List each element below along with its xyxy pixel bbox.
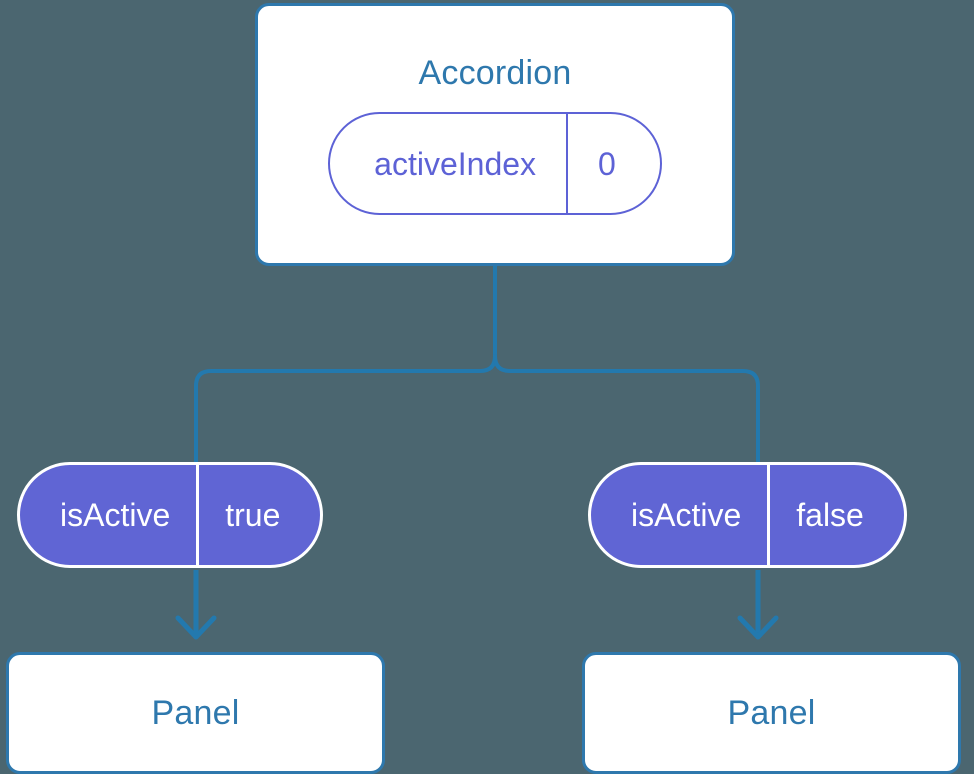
arrow-head-left-icon — [175, 615, 217, 640]
panel-left-state-value: true — [196, 465, 320, 565]
accordion-state-key: activeIndex — [374, 145, 537, 182]
arrow-head-right-icon — [737, 615, 779, 640]
panel-left-state-pill: isActive true — [17, 462, 324, 568]
panel-right-state-pill: isActive false — [588, 462, 907, 568]
accordion-state-pill: activeIndex 0 — [328, 112, 662, 215]
accordion-title: Accordion — [418, 54, 572, 92]
connector-branch-right — [493, 354, 760, 464]
panel-right-title: Panel — [727, 694, 816, 732]
panel-right-card: Panel — [582, 652, 961, 774]
panel-left-state-key: isActive — [60, 497, 171, 533]
panel-right-state-value: false — [767, 465, 904, 565]
connector-branch-left — [194, 354, 497, 464]
panel-left-title: Panel — [151, 694, 240, 732]
accordion-component-card: Accordion activeIndex 0 — [255, 3, 735, 266]
panel-right-state-key: isActive — [631, 497, 742, 533]
accordion-state-value: 0 — [566, 114, 660, 213]
panel-left-card: Panel — [6, 652, 385, 774]
